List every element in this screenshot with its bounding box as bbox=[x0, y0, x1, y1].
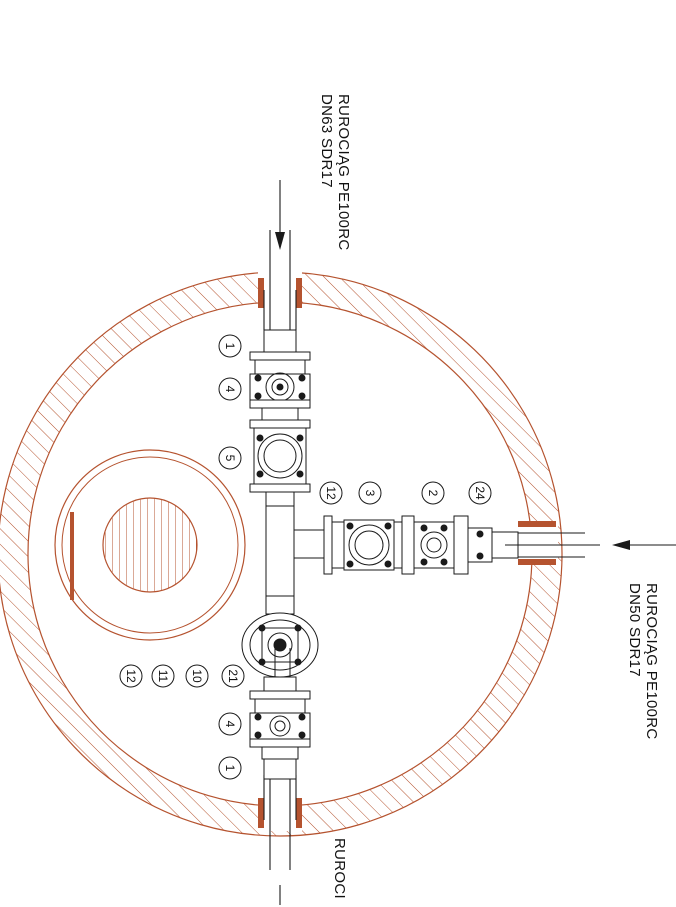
callout-circle bbox=[119, 664, 143, 688]
callout-circle bbox=[218, 446, 242, 470]
callout-number: 1 bbox=[223, 343, 237, 350]
callout-circle bbox=[218, 377, 242, 401]
callout-number: 4 bbox=[223, 386, 237, 393]
callout-number: 2 bbox=[426, 490, 440, 497]
callout-number: 11 bbox=[156, 670, 170, 683]
callout-circle bbox=[185, 664, 209, 688]
callout-number: 3 bbox=[363, 490, 377, 497]
callout-number: 1 bbox=[223, 765, 237, 772]
top-pipe-label-line2: DN63 SDR17 bbox=[318, 94, 335, 188]
callout-circle bbox=[358, 481, 382, 505]
right-pipe-label-line2: DN50 SDR17 bbox=[626, 583, 643, 677]
callout-number: 12 bbox=[124, 669, 138, 683]
callout-circle bbox=[421, 481, 445, 505]
branch-pipeline bbox=[265, 505, 519, 597]
callout-numbers: 1 4 5 12 3 2 24 12 11 10 21 4 1 bbox=[124, 343, 487, 772]
top-pipe-label-line1: RUROCIĄG PE100RC bbox=[335, 94, 352, 251]
top-pipe-label: RUROCIĄG PE100RC DN63 SDR17 bbox=[318, 94, 352, 251]
callout-number: 10 bbox=[190, 669, 204, 683]
callout-circle bbox=[151, 664, 175, 688]
main-pipe bbox=[263, 180, 297, 905]
callout-circle bbox=[218, 756, 242, 780]
callout-number: 24 bbox=[473, 486, 487, 500]
callout-circle bbox=[218, 334, 242, 358]
callout-number: 21 bbox=[226, 669, 240, 683]
wall-seals bbox=[258, 278, 556, 828]
right-inlet-pipe bbox=[505, 532, 676, 558]
upper-valve-assembly bbox=[249, 329, 311, 507]
chamber-wall bbox=[0, 270, 563, 837]
right-pipe-label: RUROCIĄG PE100RC DN50 SDR17 bbox=[626, 583, 660, 740]
callout-circle bbox=[221, 664, 245, 688]
lower-valve-assembly bbox=[241, 595, 319, 780]
callout-number: 4 bbox=[223, 721, 237, 728]
bottom-pipe-label-line1: RUROCI bbox=[331, 838, 348, 899]
callouts bbox=[119, 334, 492, 780]
callout-number: 5 bbox=[223, 455, 237, 462]
inner-shaft bbox=[54, 449, 246, 641]
callout-number: 12 bbox=[324, 486, 338, 500]
callout-circle bbox=[468, 481, 492, 505]
right-pipe-label-line1: RUROCIĄG PE100RC bbox=[643, 583, 660, 740]
bottom-pipe-label: RUROCI bbox=[331, 838, 348, 899]
callout-circle bbox=[319, 481, 343, 505]
callout-circle bbox=[218, 712, 242, 736]
